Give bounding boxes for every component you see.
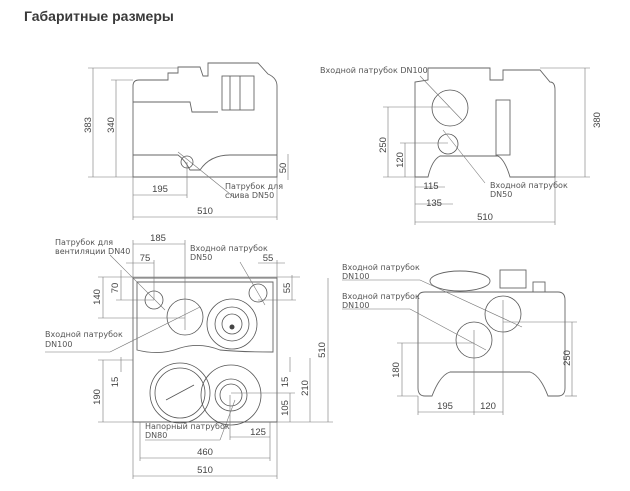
dim-side-135: 135 <box>426 198 442 209</box>
dim-top-125: 125 <box>250 427 266 438</box>
dim-side-115: 115 <box>423 181 438 192</box>
label-top-inlet-dn100: Входной патрубок <box>45 330 123 339</box>
dim-top-75: 75 <box>140 253 151 264</box>
dim-back-250: 250 <box>562 350 573 366</box>
label-top-inlet-dn50-dn: DN50 <box>190 253 212 262</box>
label-inlet-dn50: Входной патрубок <box>490 181 568 190</box>
front-view: 383 340 50 195 510 Патрубок для слива DN… <box>83 62 289 220</box>
label-back-inlet-lower: Входной патрубок <box>342 292 420 301</box>
label-top-inlet-dn100-dn: DN100 <box>45 340 72 349</box>
label-pressure-dn80: Напорный патрубок <box>145 422 230 431</box>
dim-front-50: 50 <box>278 163 289 174</box>
dim-top-190: 190 <box>92 389 103 405</box>
dim-top-510: 510 <box>197 465 213 476</box>
dim-top-15-right: 15 <box>280 377 291 388</box>
dim-back-120: 120 <box>480 401 496 412</box>
dim-side-380: 380 <box>592 112 603 128</box>
dim-side-250: 250 <box>378 137 389 153</box>
dim-top-15-left: 15 <box>110 377 121 388</box>
dim-top-55w: 55 <box>263 253 274 264</box>
dim-side-120: 120 <box>395 152 406 168</box>
label-vent-dn40: Патрубок для <box>55 238 113 247</box>
dim-top-510-depth: 510 <box>317 342 328 358</box>
dim-top-460: 460 <box>197 447 213 458</box>
dim-back-195: 195 <box>437 401 453 412</box>
label-vent-dn40-dn: вентиляции DN40 <box>55 247 130 256</box>
label-drain-outlet-dn: слива DN50 <box>225 191 274 200</box>
page-title: Габаритные размеры <box>24 8 174 24</box>
label-back-inlet-upper-dn: DN100 <box>342 272 369 281</box>
label-pressure-dn80-dn: DN80 <box>145 431 167 440</box>
dim-front-340: 340 <box>106 117 117 133</box>
label-back-inlet-upper: Входной патрубок <box>342 263 420 272</box>
dim-back-180: 180 <box>391 362 402 378</box>
dim-front-383: 383 <box>83 117 94 133</box>
dim-front-510: 510 <box>197 206 213 217</box>
dim-top-105: 105 <box>280 400 291 416</box>
dim-top-185: 185 <box>150 233 166 244</box>
dim-top-70: 70 <box>110 283 121 294</box>
dim-top-140: 140 <box>92 289 103 305</box>
dim-front-195: 195 <box>152 184 168 195</box>
side-view: 380 250 120 115 135 510 Входной патрубок… <box>320 66 603 225</box>
back-view: 180 250 195 120 Входной патрубок DN100 В… <box>342 263 577 415</box>
dim-side-510: 510 <box>477 212 493 223</box>
label-inlet-dn100: Входной патрубок DN100 <box>320 66 428 75</box>
label-inlet-dn50-dn: DN50 <box>490 190 512 199</box>
top-view: 185 75 55 140 70 55 510 15 190 15 210 10… <box>45 233 333 479</box>
label-top-inlet-dn50: Входной патрубок <box>190 244 268 253</box>
label-back-inlet-lower-dn: DN100 <box>342 301 369 310</box>
label-drain-outlet: Патрубок для <box>225 182 283 191</box>
dim-top-210: 210 <box>300 380 311 396</box>
dim-top-55h: 55 <box>282 283 293 294</box>
